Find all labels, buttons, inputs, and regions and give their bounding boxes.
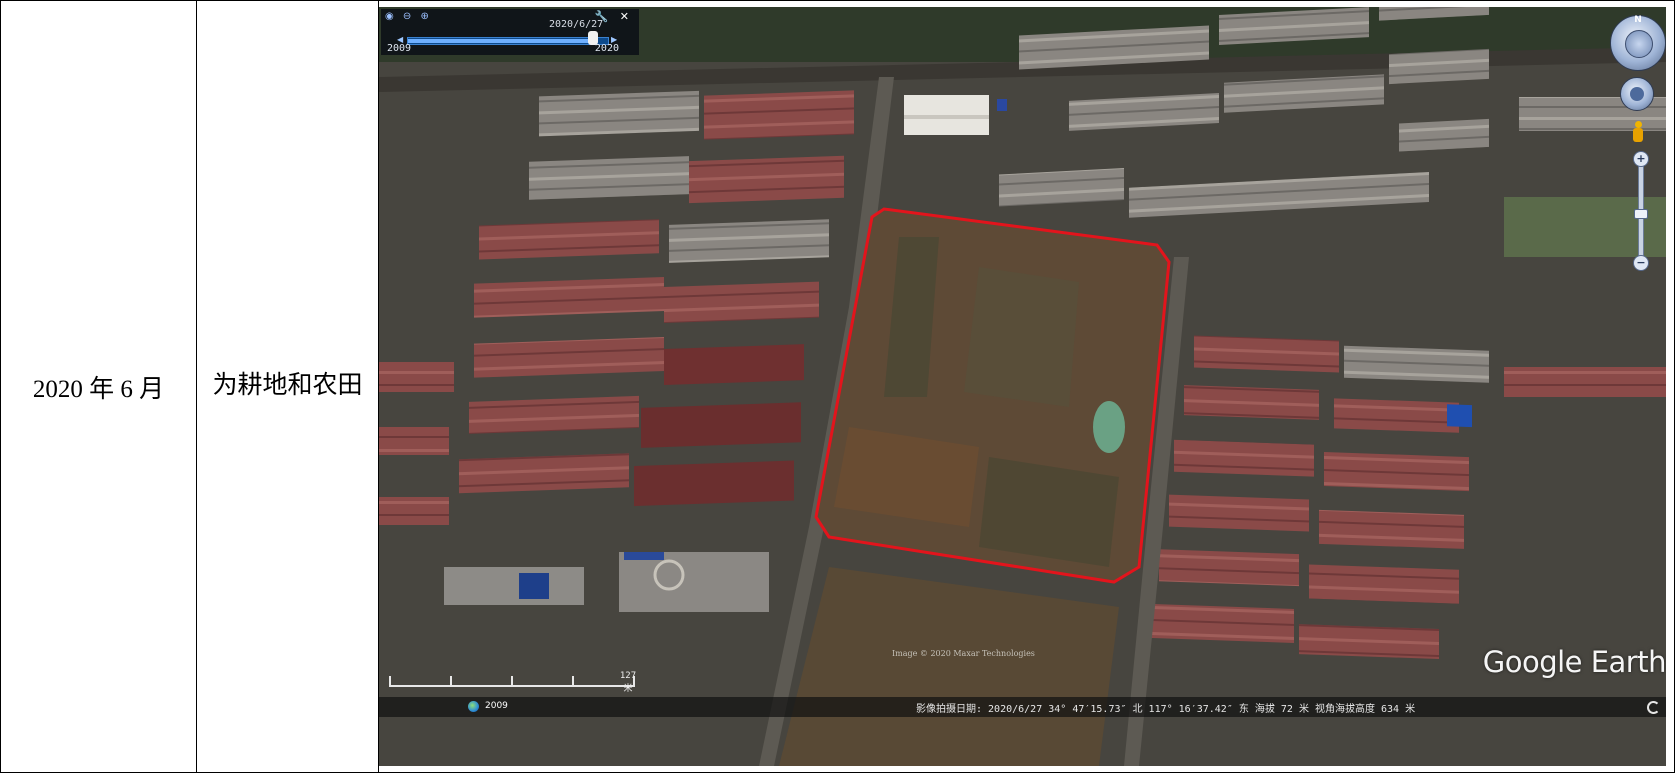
look-core[interactable] bbox=[1630, 87, 1644, 101]
date-cell: 2020 年 6 月 bbox=[0, 0, 197, 773]
time-slider-track[interactable] bbox=[407, 37, 609, 45]
historical-year-badge: 2009 bbox=[485, 701, 508, 711]
status-bar: 2009 影像拍摄日期: 2020/6/27 34° 47′15.73″ 北 1… bbox=[379, 697, 1666, 717]
time-slider-tools[interactable]: 🔧 ✕ bbox=[594, 10, 633, 23]
loading-indicator-icon bbox=[1647, 701, 1660, 714]
look-around-control[interactable] bbox=[1620, 77, 1654, 111]
left-residential-blocks bbox=[379, 90, 854, 612]
zoom-knob[interactable] bbox=[1634, 209, 1648, 219]
scale-label: 127 米 bbox=[619, 671, 637, 694]
status-coordinates: 影像拍摄日期: 2020/6/27 34° 47′15.73″ 北 117° 1… bbox=[916, 704, 1416, 715]
satellite-image: ◉ ⊖ ⊕ 🔧 ✕ 2020/6/27 ◀ ▶ 2009 2020 N bbox=[379, 7, 1666, 766]
time-slider-icons[interactable]: ◉ ⊖ ⊕ bbox=[385, 11, 432, 22]
time-slider-thumb[interactable] bbox=[588, 31, 598, 45]
scale-bar: 127 米 bbox=[389, 671, 639, 694]
time-slider-fill bbox=[408, 39, 594, 43]
zoom-out-button[interactable]: − bbox=[1633, 255, 1649, 271]
north-label: N bbox=[1634, 15, 1642, 25]
time-slider-date: 2020/6/27 bbox=[549, 19, 604, 30]
zoom-in-button[interactable]: + bbox=[1633, 151, 1649, 167]
globe-icon[interactable] bbox=[468, 701, 479, 712]
time-slider-forward-icon[interactable]: ▶ bbox=[611, 35, 618, 44]
time-slider-start-year: 2009 bbox=[387, 43, 412, 54]
street-view-pegman-icon[interactable] bbox=[1632, 121, 1644, 143]
zoom-slider[interactable]: + − bbox=[1633, 151, 1649, 271]
image-cell: ◉ ⊖ ⊕ 🔧 ✕ 2020/6/27 ◀ ▶ 2009 2020 N bbox=[378, 0, 1675, 773]
time-slider-back-icon[interactable]: ◀ bbox=[397, 35, 404, 44]
site-boundary bbox=[814, 207, 1171, 584]
google-earth-logo: Google Earth bbox=[1482, 645, 1666, 679]
aerial-scene bbox=[379, 7, 1666, 766]
time-slider-panel[interactable]: ◉ ⊖ ⊕ 🔧 ✕ 2020/6/27 ◀ ▶ 2009 2020 bbox=[381, 9, 639, 55]
time-slider-end-year: 2020 bbox=[594, 43, 619, 54]
imagery-copyright: Image © 2020 Maxar Technologies bbox=[892, 649, 1035, 658]
compass-core[interactable] bbox=[1625, 30, 1653, 58]
compass-navigation-control[interactable]: N bbox=[1610, 15, 1666, 71]
description-cell: 为耕地和农田 bbox=[196, 0, 379, 773]
